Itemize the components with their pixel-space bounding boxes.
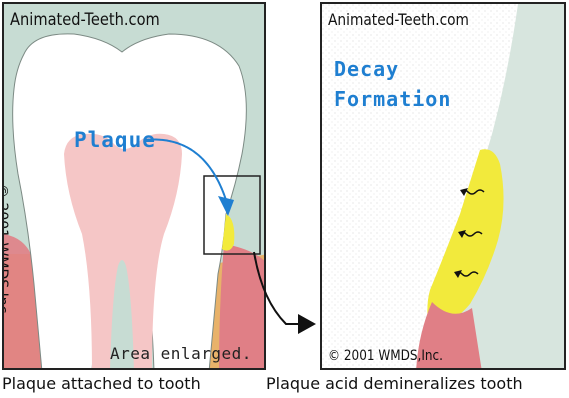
decay-title-line2: Formation bbox=[334, 84, 484, 114]
left-watermark: Animated-Teeth.com bbox=[10, 10, 160, 30]
connector-arrowhead bbox=[298, 314, 316, 334]
decay-formation-panel: Animated-Teeth.com Decay Formation © 200… bbox=[320, 2, 566, 370]
right-copyright: © 2001 WMDS,Inc. bbox=[328, 348, 443, 364]
caption-right: Plaque acid demineralizes tooth bbox=[266, 374, 523, 393]
area-enlarged-label: Area enlarged. bbox=[110, 344, 252, 363]
decay-formation-title: Decay Formation bbox=[334, 54, 484, 114]
decay-title-line1: Decay bbox=[334, 54, 484, 84]
tooth-illustration bbox=[4, 4, 266, 370]
right-watermark: Animated-Teeth.com bbox=[328, 10, 469, 29]
plaque-label: Plaque bbox=[74, 128, 156, 152]
caption-left: Plaque attached to tooth bbox=[2, 374, 201, 393]
left-copyright: © 2001 WMDS,Inc. bbox=[2, 184, 10, 318]
tooth-diagram-panel: Animated-Teeth.com Plaque © 2001 WMDS,In… bbox=[2, 2, 266, 370]
